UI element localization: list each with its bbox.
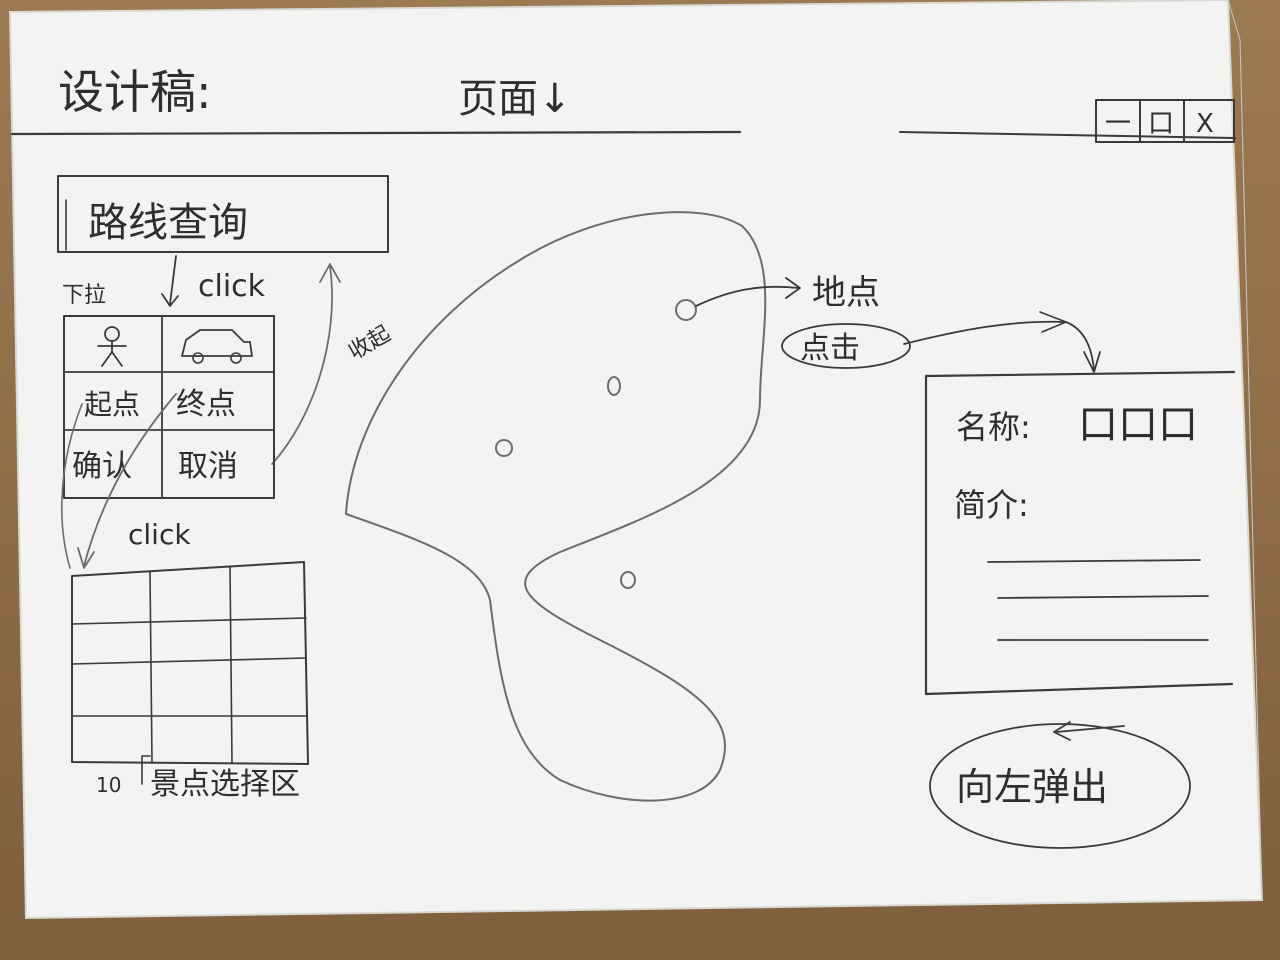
location-label: 地点 xyxy=(812,273,880,313)
route-query-box[interactable] xyxy=(57,175,389,253)
header-divider-right xyxy=(899,131,1236,139)
minimize-icon[interactable]: 一 xyxy=(1105,109,1131,139)
intro-line xyxy=(997,595,1209,599)
sketch-title: 设计稿: xyxy=(58,65,212,119)
car-icon[interactable] xyxy=(181,329,253,364)
slide-left-arrow xyxy=(1053,721,1125,741)
click-label: 点击 xyxy=(800,331,860,366)
route-form-grid xyxy=(63,315,275,499)
map-marker[interactable] xyxy=(620,571,636,589)
close-icon[interactable]: X xyxy=(1196,109,1214,139)
dropdown-hint: 下拉 xyxy=(62,283,106,308)
map-area[interactable] xyxy=(345,211,767,802)
slide-note: 向左弹出 xyxy=(956,765,1108,809)
location-arrow xyxy=(695,277,801,307)
cancel-button[interactable]: 取消 xyxy=(178,449,238,484)
intro-line xyxy=(987,559,1201,563)
click-oval xyxy=(781,323,911,369)
map-marker[interactable] xyxy=(607,376,621,396)
end-point-field[interactable]: 终点 xyxy=(176,387,236,422)
info-panel xyxy=(924,370,1236,696)
click-hint: click xyxy=(198,269,266,304)
confirm-flow-arrow xyxy=(77,393,177,569)
spot-label-bracket xyxy=(141,755,151,785)
spot-area-label: 景点选择区 xyxy=(150,767,300,802)
name-label: 名称: xyxy=(956,408,1031,446)
window-controls xyxy=(1095,99,1235,143)
collapse-arrow xyxy=(271,263,341,465)
name-value: 口口口 xyxy=(1078,402,1198,448)
map-marker-location[interactable] xyxy=(675,299,697,321)
page-label: 页面↓ xyxy=(458,76,572,122)
intro-label: 简介: xyxy=(954,486,1029,524)
dropdown-arrow xyxy=(161,255,179,307)
maximize-icon[interactable]: 口 xyxy=(1148,109,1174,139)
popup-arrow xyxy=(903,320,1101,373)
spot-count: 10 xyxy=(96,773,121,797)
spot-selection-grid[interactable] xyxy=(71,561,309,765)
start-point-field[interactable]: 起点 xyxy=(84,388,140,421)
start-flow-arrow xyxy=(61,403,83,569)
person-icon[interactable] xyxy=(97,326,127,367)
route-query-title: 路线查询 xyxy=(88,200,248,246)
popup-arrow-head xyxy=(1039,311,1067,333)
click-hint-2: click xyxy=(128,518,191,551)
slide-note-oval xyxy=(929,723,1191,849)
header-divider xyxy=(10,130,742,136)
map-marker[interactable] xyxy=(495,439,513,457)
confirm-button[interactable]: 确认 xyxy=(72,449,132,484)
